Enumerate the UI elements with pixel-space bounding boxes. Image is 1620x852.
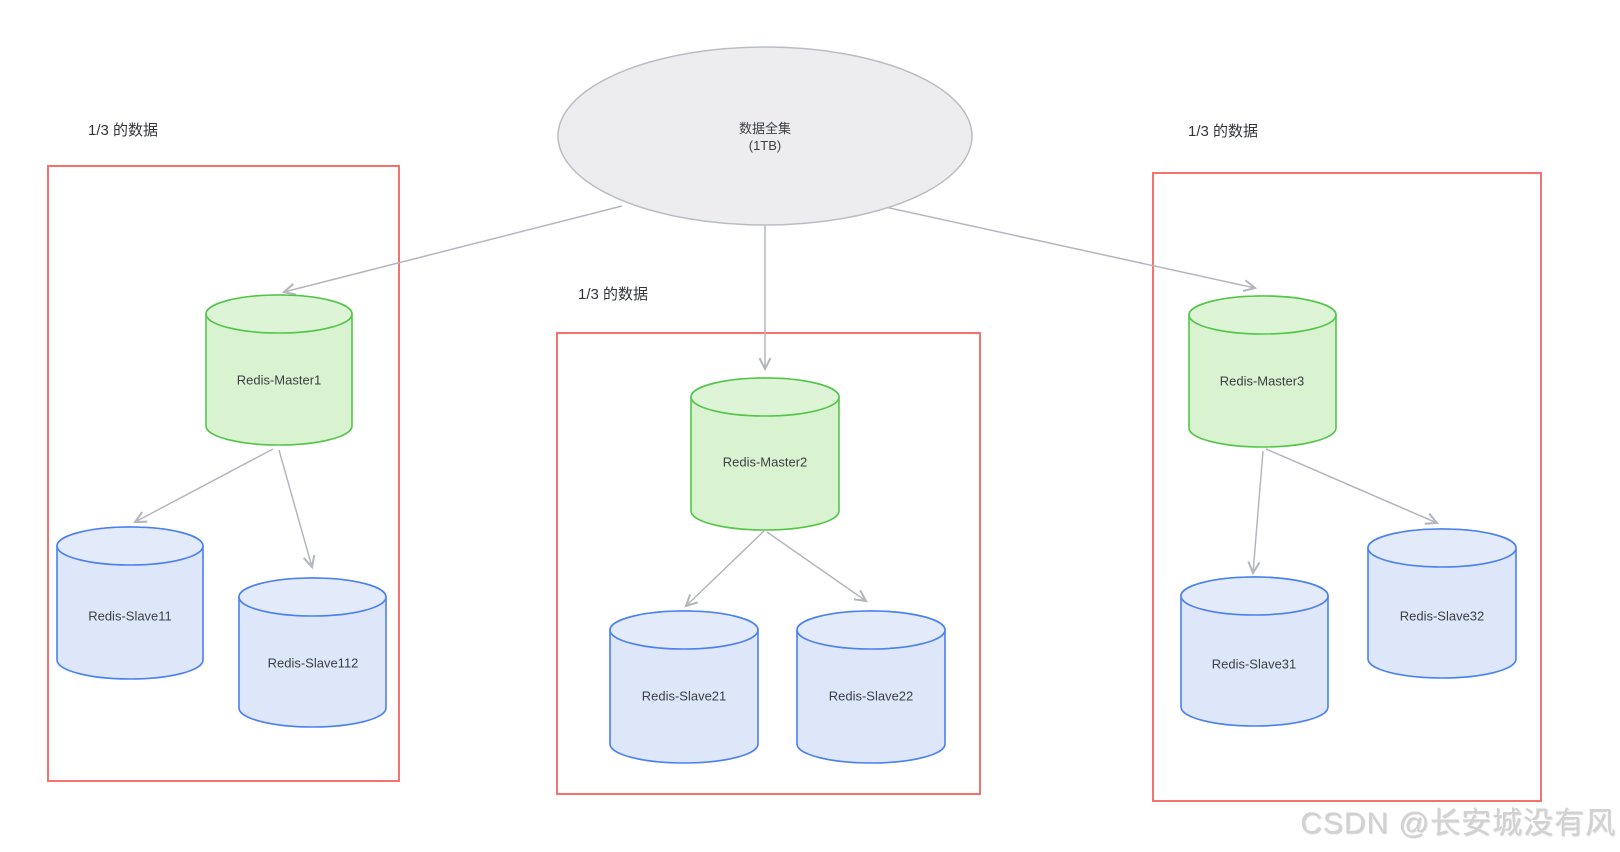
slave32-label: Redis-Slave32 [1399,608,1485,624]
slave31-cylinder [1180,576,1329,727]
root-dataset-ellipse [557,46,973,226]
slave32-cylinder-cap [1367,528,1517,568]
slave22-label: Redis-Slave22 [828,688,914,704]
edge-root-to-master1 [281,205,623,296]
group-3-border [1152,172,1542,802]
edge-master2-to-slave22 [766,531,868,603]
group-2-share-label: 1/3 的数据 [578,286,649,303]
slave11-label: Redis-Slave11 [88,608,172,624]
slave112-label: Redis-Slave112 [267,655,359,671]
group-1-border [47,165,400,782]
root-dataset-label: 数据全集 (1TB) [739,120,791,154]
edge-master2-to-slave21 [684,530,765,608]
slave11-cylinder-cap [56,526,204,566]
slave112-cylinder-cap [238,577,387,617]
master2-cylinder [690,377,840,531]
group-3-share-label: 1/3 的数据 [1188,123,1259,140]
edge-master3-to-slave32 [1265,448,1440,525]
slave31-label: Redis-Slave31 [1211,656,1297,672]
root-dataset-label-line2: (1TB) [748,138,782,153]
master2-cylinder-cap [690,377,840,417]
master3-label: Redis-Master3 [1219,373,1305,389]
csdn-watermark: CSDN @长安城没有风 [1300,807,1616,840]
root-dataset-label-line1: 数据全集 [738,121,792,136]
slave112-cylinder [238,577,387,728]
slave22-cylinder [796,610,946,764]
master3-cylinder-cap [1188,295,1337,335]
master1-cylinder-cap [205,294,353,334]
slave21-cylinder-cap [609,610,759,650]
edges [132,205,1440,608]
edge-master1-to-slave11 [132,448,274,524]
edge-master3-to-slave31 [1247,450,1264,576]
group-1-share-label: 1/3 的数据 [88,122,159,139]
slave21-label: Redis-Slave21 [641,688,727,704]
master1-cylinder [205,294,353,446]
group-2-border [556,332,981,795]
slave31-cylinder-cap [1180,576,1329,616]
slave32-cylinder [1367,528,1517,679]
master2-label: Redis-Master2 [722,454,808,470]
slave11-cylinder [56,526,204,680]
edge-root-to-master3 [884,206,1258,293]
master1-label: Redis-Master1 [236,372,322,388]
edge-master1-to-slave112 [278,449,316,570]
master3-cylinder [1188,295,1337,448]
slave21-cylinder [609,610,759,764]
slave22-cylinder-cap [796,610,946,650]
